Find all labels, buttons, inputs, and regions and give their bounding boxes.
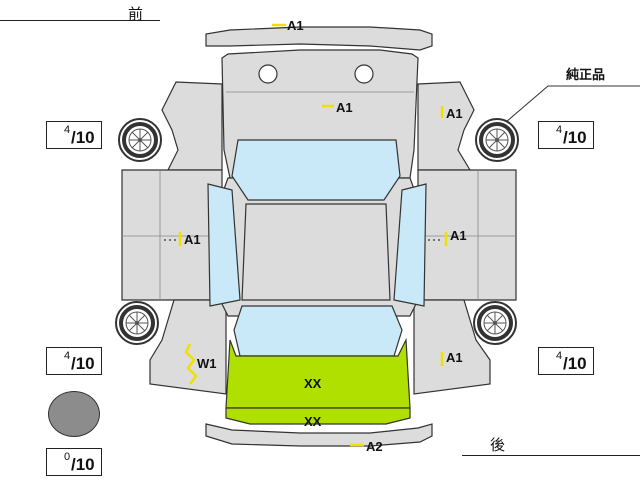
- rear-bumper: [205, 423, 433, 447]
- tire-depth-value: 0: [64, 451, 71, 463]
- tire-depth-rear-right: 4 /10: [538, 347, 594, 375]
- genuine-parts-label: 純正品: [566, 68, 606, 83]
- right-rear-quarter: [413, 299, 491, 395]
- damage-markers: [178, 23, 448, 447]
- damage-code-right-front-fender: A1: [446, 106, 463, 121]
- tire-depth-unit: /10: [563, 128, 587, 147]
- tire-depth-value: 4: [64, 124, 71, 136]
- left-front-fender: [161, 81, 223, 171]
- wheel-front-right-icon: [474, 117, 520, 163]
- rear-rule: [462, 455, 640, 456]
- damage-code-front-bumper: A1: [287, 18, 304, 33]
- tire-depth-unit: /10: [563, 354, 587, 373]
- tire-depth-unit: /10: [71, 128, 95, 147]
- damage-code-left-doors: A1: [184, 232, 201, 247]
- damage-code-right-doors: A1: [450, 228, 467, 243]
- right-side-window: [393, 183, 427, 307]
- tire-depth-unit: /10: [71, 354, 95, 373]
- wheel-front-left-icon: [117, 117, 163, 163]
- tire-depth-spare: 0 /10: [46, 448, 102, 476]
- wheel-rear-left-icon: [114, 300, 160, 346]
- right-front-fender: [417, 81, 475, 171]
- damage-code-trunk-lid: XX: [304, 376, 322, 391]
- rear-window: [233, 305, 403, 357]
- roof-panel: [241, 203, 391, 301]
- damage-code-rear-bumper: A2: [366, 439, 383, 454]
- tire-depth-front-right: 4 /10: [538, 121, 594, 149]
- genuine-leader-line: [505, 85, 640, 123]
- damage-code-right-rear-quarter: A1: [446, 350, 463, 365]
- tire-depth-value: 4: [556, 124, 563, 136]
- rear-panel: [225, 407, 411, 425]
- wheel-rear-right-icon: [472, 300, 518, 346]
- headlight-right: [354, 64, 374, 84]
- tire-depth-unit: /10: [71, 455, 95, 474]
- left-doors: [121, 169, 223, 301]
- tire-depth-value: 4: [64, 350, 71, 362]
- front-bumper: [205, 26, 433, 51]
- front-label: 前: [128, 5, 144, 23]
- tire-depth-value: 4: [556, 350, 563, 362]
- spare-tire-icon: [48, 391, 100, 437]
- windshield: [231, 139, 401, 201]
- damage-code-rear-panel: XX: [304, 414, 322, 429]
- headlight-left: [258, 64, 278, 84]
- rear-label: 後: [490, 436, 506, 454]
- front-rule: [0, 20, 160, 21]
- damage-code-hood: A1: [336, 100, 353, 115]
- tire-depth-front-left: 4 /10: [46, 121, 102, 149]
- left-side-window: [207, 183, 241, 307]
- right-doors: [417, 169, 517, 301]
- tire-depth-rear-left: 4 /10: [46, 347, 102, 375]
- damage-code-left-rear-quarter: W1: [197, 356, 217, 371]
